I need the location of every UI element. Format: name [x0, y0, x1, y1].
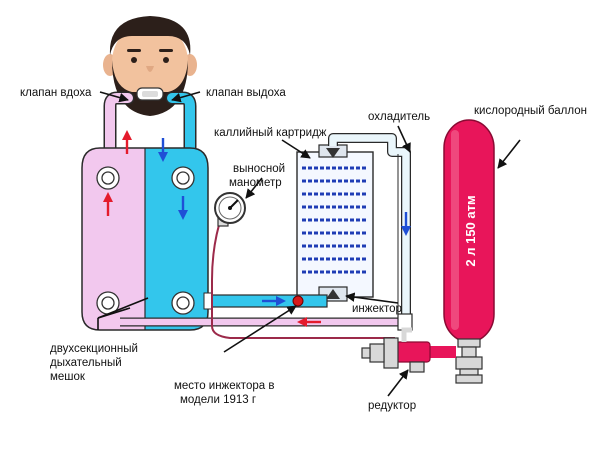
bag-exhale-section	[145, 148, 208, 330]
flow-arrow-icon	[262, 296, 286, 306]
oxygen-cylinder-label: кислородный баллон	[474, 105, 587, 117]
pressure-gauge-icon	[214, 192, 246, 227]
bag-label-1: двухсекционный	[50, 343, 138, 355]
potassium-cartridge-label: каллийный картридж	[214, 127, 327, 139]
valve-icon	[171, 166, 195, 190]
injector-label: инжектор	[352, 303, 402, 315]
flow-arrow-icon	[158, 138, 168, 162]
flow-arrow-icon	[401, 212, 411, 236]
leader-lines	[97, 91, 521, 397]
flow-arrow-icon	[297, 317, 321, 327]
exhale-hose	[165, 91, 197, 157]
injector-place-label-2: модели 1913 г	[180, 394, 256, 406]
flow-arrow-icon	[103, 192, 113, 216]
cooler-pipe	[328, 133, 411, 318]
oxygen-cylinder	[443, 119, 495, 384]
breathing-bag	[81, 147, 209, 331]
cooler-label: охладитель	[368, 111, 430, 123]
remote-gauge-label-1: выносной	[233, 163, 285, 175]
bag-inhale-section	[82, 148, 145, 330]
remote-gauge-label-2: манометр	[229, 177, 282, 189]
inhale-valve-label: клапан вдоха	[20, 87, 92, 99]
injector-1913-marker	[292, 295, 304, 307]
injector-place-label-1: место инжектора в	[174, 380, 274, 392]
potassium-cartridge	[296, 144, 374, 302]
reducer	[361, 327, 456, 373]
gauge-line	[211, 214, 395, 339]
mouthpiece-icon	[136, 87, 164, 101]
inhale-hose	[103, 91, 135, 157]
bag-label-2: дыхательный	[50, 357, 122, 369]
bag-label-3: мешок	[50, 371, 86, 383]
valve-icon	[96, 166, 120, 190]
reducer-label: редуктор	[368, 400, 416, 412]
flow-arrow-icon	[122, 130, 132, 154]
flow-arrow-icon	[178, 196, 188, 220]
exhale-valve-label: клапан выдоха	[206, 87, 286, 99]
cylinder-spec: 2 л 150 атм	[463, 195, 478, 266]
valve-icon	[171, 291, 195, 315]
